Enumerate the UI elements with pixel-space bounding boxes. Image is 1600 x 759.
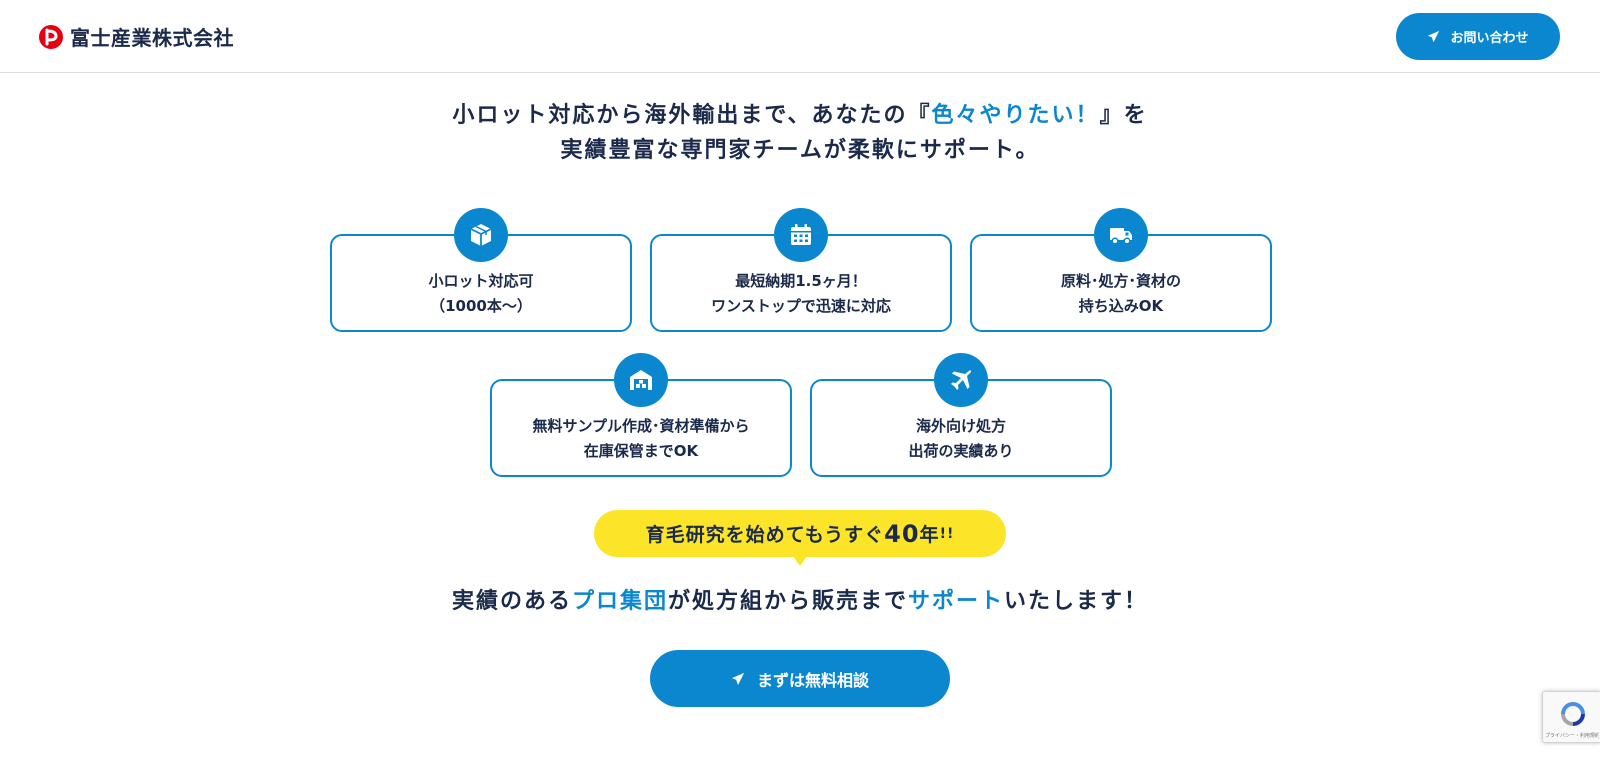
recaptcha-terms[interactable]: プライバシー・利用規約	[1545, 733, 1599, 739]
main-headline: 小ロット対応から海外輸出まで、あなたの『色々やりたい！』を 実績豊富な専門家チー…	[0, 98, 1600, 168]
free-consultation-button[interactable]: まずは無料相談	[650, 650, 950, 707]
tagline-text: いたします！	[1004, 589, 1149, 614]
bubble-text: 育毛研究を始めてもうすぐ	[645, 524, 885, 546]
feature-line: 持ち込みOK	[1078, 297, 1164, 315]
contact-button[interactable]: お問い合わせ	[1396, 13, 1560, 60]
feature-card-overseas: 海外向け処方 出荷の実績あり	[810, 353, 1112, 477]
feature-text: 最短納期1.5ヶ月！ ワンストップで迅速に対応	[652, 269, 950, 319]
bubble-exclaim: !!	[939, 525, 955, 542]
tagline-accent: サポート	[908, 589, 1005, 614]
logo-mark-icon	[39, 24, 63, 49]
company-logo[interactable]: 富士産業株式会社	[38, 22, 234, 51]
feature-card-bring-in: 原料･処方･資材の 持ち込みOK	[970, 208, 1272, 332]
headline-accent: 色々やりたい！	[931, 103, 1100, 128]
support-tagline: 実績のあるプロ集団が処方組から販売までサポートいたします！	[0, 583, 1600, 615]
warehouse-icon	[614, 353, 668, 407]
feature-card-delivery: 最短納期1.5ヶ月！ ワンストップで迅速に対応	[650, 208, 952, 332]
feature-line: ワンストップで迅速に対応	[711, 297, 891, 315]
airplane-icon	[934, 353, 988, 407]
feature-line: 海外向け処方	[915, 417, 1006, 435]
feature-line: 出荷の実績あり	[908, 442, 1014, 460]
cta-label: まずは無料相談	[756, 670, 869, 690]
headline-line-1: 小ロット対応から海外輸出まで、あなたの『色々やりたい！』を	[0, 98, 1600, 133]
send-icon	[731, 672, 745, 685]
feature-line: 最短納期1.5ヶ月！	[735, 272, 867, 290]
tagline-text: 実績のある	[451, 589, 572, 614]
tagline-text: が処方組から販売まで	[667, 589, 908, 614]
headline-text: 』を	[1099, 103, 1148, 128]
feature-line: （1000本〜）	[430, 297, 532, 315]
recaptcha-icon	[1561, 702, 1585, 726]
feature-text: 無料サンプル作成･資材準備から 在庫保管までOK	[492, 414, 790, 464]
feature-line: 原料･処方･資材の	[1060, 272, 1181, 290]
company-name: 富士産業株式会社	[70, 26, 234, 50]
feature-text: 原料･処方･資材の 持ち込みOK	[972, 269, 1270, 319]
feature-text: 海外向け処方 出荷の実績あり	[812, 414, 1110, 464]
feature-line: 小ロット対応可	[428, 272, 534, 290]
contact-button-label: お問い合わせ	[1450, 31, 1529, 46]
feature-line: 無料サンプル作成･資材準備から	[532, 417, 750, 435]
box-icon	[454, 208, 508, 262]
feature-card-sample-storage: 無料サンプル作成･資材準備から 在庫保管までOK	[490, 353, 792, 477]
bubble-suffix: 年	[919, 524, 940, 546]
feature-line: 在庫保管までOK	[583, 442, 699, 460]
send-icon	[1428, 30, 1440, 43]
recaptcha-badge[interactable]: プライバシー・利用規約	[1542, 691, 1600, 743]
bubble-number: 40	[884, 519, 920, 548]
feature-card-small-lot: 小ロット対応可 （1000本〜）	[330, 208, 632, 332]
feature-text: 小ロット対応可 （1000本〜）	[332, 269, 630, 319]
headline-line-2: 実績豊富な専門家チームが柔軟にサポート。	[560, 138, 1040, 163]
bubble-tail	[792, 555, 808, 566]
calendar-icon	[774, 208, 828, 262]
headline-text: 小ロット対応から海外輸出まで、あなたの『	[452, 103, 932, 128]
site-header: 富士産業株式会社 お問い合わせ	[0, 0, 1600, 73]
truck-icon	[1094, 208, 1148, 262]
tagline-accent: プロ集団	[571, 589, 668, 614]
